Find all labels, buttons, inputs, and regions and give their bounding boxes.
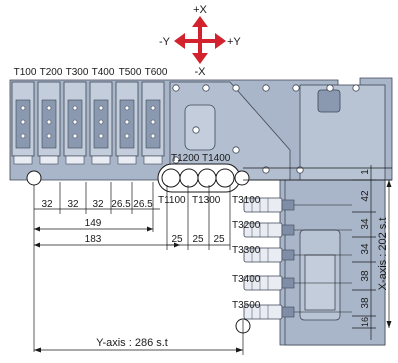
dim-v-34-b: 34 [360,243,371,255]
origin-circle [26,170,42,186]
screw-hole [72,133,78,139]
mounting-hole [232,146,240,154]
dim-26-5-b: 26.5 [133,199,153,210]
compass-arrows-icon [174,16,226,64]
mounting-hole [262,84,270,92]
dim-25-a: 25 [171,234,183,245]
live-tool-circle [234,170,250,186]
mounting-hole [326,84,334,92]
screw-hole [20,133,26,139]
side-tool-clamp [281,277,295,289]
screw-hole [124,105,130,111]
live-tool-circle [161,168,181,188]
tool-holder-cap [117,155,137,165]
screw-hole [20,119,26,125]
tool-holder-cap [39,155,59,165]
dimension-lines [33,165,392,355]
tool-label-t3400: T3400 [232,274,261,285]
turret-tool-holders [11,81,165,165]
screw-hole [98,133,104,139]
screw-hole [124,133,130,139]
x-axis-stroke-label: X-axis : 202 s.t [377,218,389,291]
dim-v-38-b: 38 [360,297,371,309]
plate-holes [172,84,360,174]
mounting-hole [352,84,360,92]
screw-hole [98,105,104,111]
dim-149: 149 [85,218,102,229]
dim-25-b: 25 [192,234,204,245]
tool-label-t400: T400 [92,67,115,78]
screw-hole [46,105,52,111]
dim-v-38-a: 38 [360,270,371,282]
tool-label-t1300: T1300 [192,195,221,206]
tool-label-t3100: T3100 [232,195,261,206]
screw-hole [124,119,130,125]
mounting-hole [232,84,240,92]
tool-holder-cap [91,155,111,165]
dim-32-c: 32 [92,199,104,210]
dim-v-1: 1 [360,169,371,175]
tool-holder-cap [143,155,163,165]
mounting-hole [296,166,304,174]
dimension-text: 32 32 32 26.5 26.5 149 183 25 25 25 Y-ax… [41,169,389,349]
mounting-hole [172,84,180,92]
compass-minus-x: -X [195,66,207,78]
tool-label-t200: T200 [40,67,63,78]
mounting-hole [192,126,200,134]
side-tool-clamp [281,224,295,236]
tool-label-t1200: T1200 [171,153,200,164]
screw-hole [150,119,156,125]
side-tool-labels: T3100 T3200 T3300 T3400 T3500 [232,195,261,311]
side-tool-clamp [281,306,295,318]
tool-holder-cap [65,155,85,165]
tool-label-t3200: T3200 [232,220,261,231]
screw-hole [150,133,156,139]
tool-label-t1100: T1100 [158,195,186,206]
live-tool-circle [197,168,217,188]
live-tool-circle [215,168,235,188]
screw-hole [98,119,104,125]
tool-label-t3300: T3300 [232,245,261,256]
screw-hole [46,133,52,139]
live-tool-circle [179,168,199,188]
tool-label-t1400: T1400 [202,153,231,164]
axis-compass: +X -X -Y +Y [159,4,241,78]
dim-183: 183 [85,234,102,245]
compass-minus-y: -Y [159,36,171,48]
mounting-hole [292,84,300,92]
dim-32-b: 32 [67,199,79,210]
dim-v-16: 16 [360,317,370,327]
dim-v-34-a: 34 [360,218,371,230]
dim-25-c: 25 [213,234,225,245]
tool-label-t500: T500 [119,67,142,78]
dim-v-42: 42 [360,190,371,202]
mounting-hole [202,84,210,92]
compass-plus-y: +Y [227,36,241,48]
dim-32-a: 32 [41,199,53,210]
turret-tool-labels: T100 T200 T300 T400 T500 T600 [14,67,168,78]
side-tool-clamp [281,249,295,261]
y-axis-stroke-label: Y-axis : 286 s.t [96,337,168,349]
mounting-hole [172,156,180,164]
mounting-hole [262,166,270,174]
side-tool-clamp [281,199,295,211]
tool-label-t100: T100 [14,67,37,78]
live-tool-row [26,163,250,193]
screw-hole [72,105,78,111]
compass-plus-x: +X [193,4,207,16]
tool-holder-cap [13,155,33,165]
tool-label-t600: T600 [145,67,168,78]
screw-hole [72,119,78,125]
screw-hole [46,119,52,125]
side-tool-shanks [235,197,352,334]
dim-26-5-a: 26.5 [111,199,131,210]
screw-hole [20,105,26,111]
tool-label-t3500: T3500 [232,300,261,311]
tool-label-t300: T300 [66,67,89,78]
screw-hole [150,105,156,111]
